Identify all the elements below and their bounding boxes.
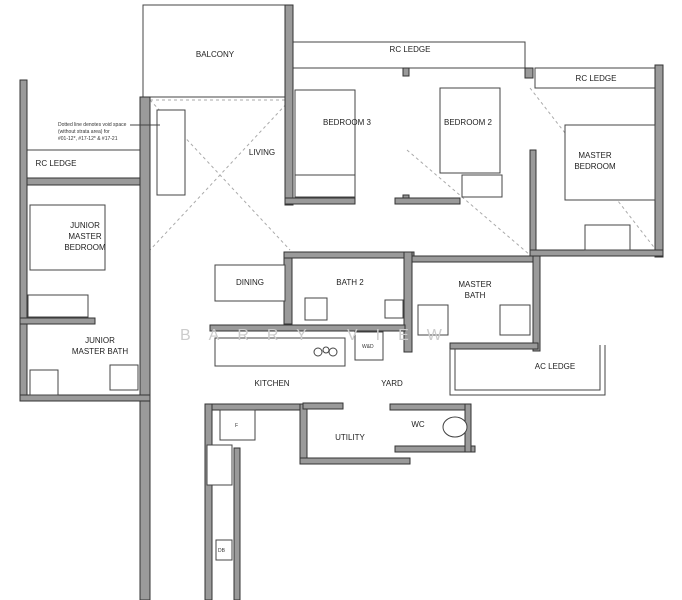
svg-text:MASTER BATH: MASTER BATH bbox=[72, 347, 129, 356]
svg-text:YARD: YARD bbox=[381, 379, 403, 388]
rc-ledge-top: RC LEDGE bbox=[289, 41, 526, 69]
svg-text:UTILITY: UTILITY bbox=[335, 433, 365, 442]
label-master-bedroom-2: BEDROOM bbox=[574, 162, 616, 171]
label-master-bedroom-1: MASTER bbox=[578, 151, 612, 160]
svg-text:BALCONY: BALCONY bbox=[196, 50, 235, 59]
balcony: BALCONY bbox=[142, 4, 291, 98]
svg-text:RC LEDGE: RC LEDGE bbox=[390, 45, 431, 54]
svg-text:BEDROOM: BEDROOM bbox=[64, 243, 106, 252]
svg-text:BATH: BATH bbox=[465, 291, 486, 300]
svg-text:JUNIOR: JUNIOR bbox=[70, 221, 100, 230]
svg-text:F: F bbox=[235, 423, 238, 429]
svg-text:(without strata area) for: (without strata area) for bbox=[58, 129, 110, 135]
furniture bbox=[27, 87, 656, 561]
ac-ledge: AC LEDGE bbox=[449, 345, 606, 396]
svg-text:KITCHEN: KITCHEN bbox=[254, 379, 289, 388]
rc-ledge-right: RC LEDGE bbox=[534, 67, 658, 89]
svg-text:WC: WC bbox=[411, 420, 425, 429]
label-bedroom-2: BEDROOM 2 bbox=[444, 118, 493, 127]
void-lines bbox=[149, 87, 661, 256]
svg-text:JUNIOR: JUNIOR bbox=[85, 336, 115, 345]
svg-text:AC LEDGE: AC LEDGE bbox=[535, 362, 575, 371]
svg-text:RC LEDGE: RC LEDGE bbox=[36, 159, 77, 168]
rc-ledge-left: RC LEDGE bbox=[24, 149, 144, 181]
void-note: Dotted line denotes void space (without … bbox=[58, 122, 160, 142]
svg-text:MASTER: MASTER bbox=[458, 280, 492, 289]
svg-text:MASTER: MASTER bbox=[68, 232, 102, 241]
label-dining: DINING bbox=[236, 278, 264, 287]
svg-text:Dotted line denotes void space: Dotted line denotes void space bbox=[58, 122, 127, 128]
watermark: BARRY VIEW bbox=[180, 327, 460, 344]
svg-text:RC LEDGE: RC LEDGE bbox=[576, 74, 617, 83]
svg-text:W&D: W&D bbox=[362, 344, 374, 350]
label-bedroom-3: BEDROOM 3 bbox=[323, 118, 372, 127]
svg-text:#01-12*, #17-12* & #17-21: #01-12*, #17-12* & #17-21 bbox=[58, 136, 118, 142]
room-labels: BEDROOM 3 BEDROOM 2 MASTER BEDROOM LIVIN… bbox=[64, 118, 616, 554]
svg-text:BATH 2: BATH 2 bbox=[336, 278, 364, 287]
svg-text:DB: DB bbox=[218, 548, 226, 554]
label-living: LIVING bbox=[249, 148, 275, 157]
